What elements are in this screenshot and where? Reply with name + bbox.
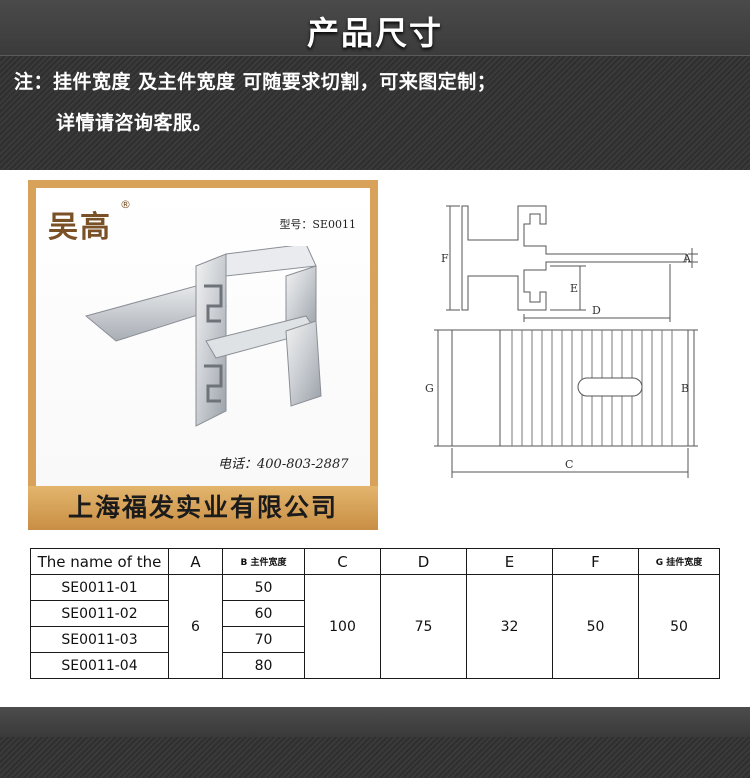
dim-label-c: C — [565, 458, 573, 471]
header-a: A — [168, 548, 223, 575]
row-name: SE0011-01 — [30, 574, 169, 601]
registered-mark: ® — [120, 198, 131, 211]
cell-e: 32 — [466, 574, 553, 679]
header-name: The name of the — [30, 548, 169, 575]
brand-logo: 吴高 — [48, 210, 112, 245]
row-name: SE0011-04 — [30, 652, 169, 679]
row-b: 70 — [222, 626, 305, 653]
cell-f: 50 — [552, 574, 639, 679]
header-d: D — [380, 548, 467, 575]
footer-band — [0, 707, 750, 737]
product-photo: 吴高 ® 型号：SE0011 — [28, 188, 378, 530]
header-e: E — [466, 548, 553, 575]
dim-label-a: A — [682, 252, 692, 265]
cell-a: 6 — [168, 574, 223, 679]
model-label: 型号：SE0011 — [279, 218, 356, 231]
cell-g: 50 — [638, 574, 720, 679]
technical-drawing: F A E D G B C — [425, 205, 698, 478]
row-name: SE0011-02 — [30, 600, 169, 627]
table-row: SE0011-02 60 — [30, 600, 720, 627]
dim-label-b: B — [681, 382, 689, 395]
aluminum-part-image — [84, 246, 322, 427]
cell-c: 100 — [304, 574, 381, 679]
table-row: SE0011-04 80 — [30, 652, 720, 679]
spec-table: The name of the A B 主件宽度 C D E F G 挂件宽度 … — [30, 548, 720, 679]
row-b: 60 — [222, 600, 305, 627]
dim-label-g: G — [425, 382, 434, 395]
row-b: 80 — [222, 652, 305, 679]
dim-label-e: E — [570, 282, 578, 295]
header-b: B 主件宽度 — [222, 548, 305, 575]
header-f: F — [552, 548, 639, 575]
page-title: 产品尺寸 — [306, 14, 443, 52]
row-b: 50 — [222, 574, 305, 601]
product-photo-card: 吴高 ® 型号：SE0011 — [28, 180, 378, 530]
note-line-1: 注：挂件宽度 及主件宽度 可随要求切割，可来图定制； — [14, 71, 497, 93]
table-header-row: The name of the A B 主件宽度 C D E F G 挂件宽度 — [30, 548, 720, 575]
table-row: SE0011-01 6 50 100 75 32 50 50 — [30, 574, 720, 679]
dim-label-f: F — [441, 252, 449, 265]
note-line-2: 详情请咨询客服。 — [56, 112, 213, 134]
header-c: C — [304, 548, 381, 575]
company-name: 上海福发实业有限公司 — [28, 486, 378, 530]
table-row: SE0011-03 70 — [30, 626, 720, 653]
footer-banner — [0, 707, 750, 778]
header-g: G 挂件宽度 — [638, 548, 720, 575]
dim-label-d: D — [592, 304, 601, 317]
phone-label: 电话：400-803-2887 — [218, 457, 349, 472]
cell-d: 75 — [380, 574, 467, 679]
title-band — [0, 0, 750, 56]
header-banner: 产品尺寸 注：挂件宽度 及主件宽度 可随要求切割，可来图定制； 详情请咨询客服。 — [0, 0, 750, 170]
row-name: SE0011-03 — [30, 626, 169, 653]
